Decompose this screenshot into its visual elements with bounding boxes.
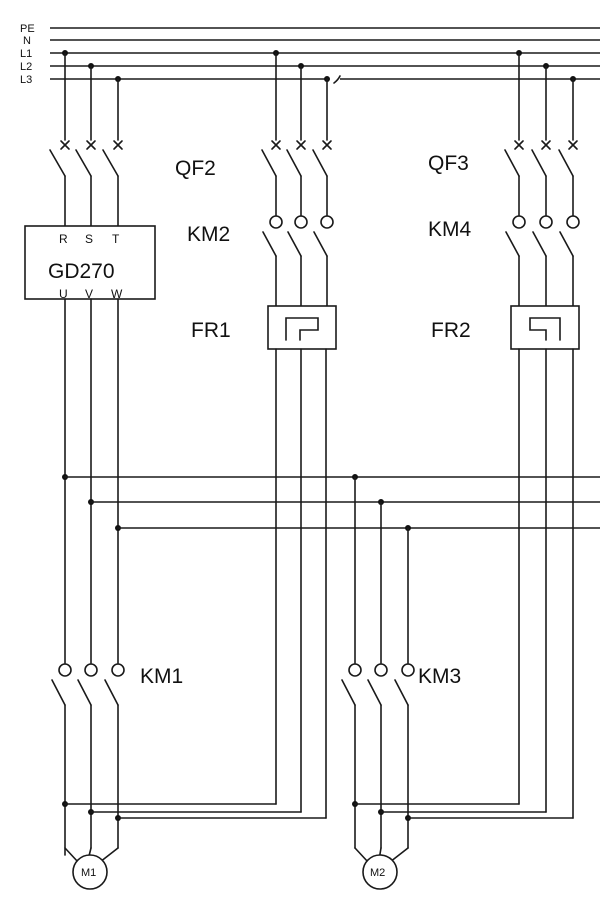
contactor-km1	[51, 663, 125, 706]
bus-label-l3: L3	[20, 74, 32, 86]
label-qf2: QF2	[175, 157, 216, 180]
bus-label-n: N	[23, 35, 31, 47]
breaker-qf2	[261, 140, 332, 177]
label-km1: KM1	[140, 665, 183, 688]
inverter-input-r: R	[59, 232, 68, 246]
bus-crossover	[333, 75, 341, 84]
bus-label-l2: L2	[20, 61, 32, 73]
power-bus: PE N L1 L2 L3	[20, 23, 600, 86]
breaker-qf1	[49, 140, 123, 177]
branch-4: QF3 KM4 FR2	[428, 50, 580, 819]
bus-label-pe: PE	[20, 23, 35, 35]
inverter-output-w: W	[111, 287, 123, 301]
label-fr2: FR2	[431, 319, 471, 342]
branch-1: R S T GD270 U V W KM1	[24, 50, 600, 890]
motor-m1: M1	[72, 854, 108, 890]
bus-label-l1: L1	[20, 48, 32, 60]
label-fr1: FR1	[191, 319, 231, 342]
inverter-output-u: U	[59, 287, 68, 301]
inverter-output-v: V	[85, 287, 93, 301]
branch-2: QF2 KM2 FR1	[175, 50, 337, 819]
inverter-gd270: R S T GD270 U V W	[24, 225, 156, 301]
contactor-km4	[505, 215, 580, 257]
label-km4: KM4	[428, 218, 472, 241]
inverter-input-s: S	[85, 232, 93, 246]
contactor-km3	[341, 663, 415, 706]
overload-relay-fr2	[510, 305, 580, 350]
inverter-name: GD270	[48, 260, 115, 283]
label-m1: M1	[81, 867, 96, 879]
branch-3: KM3 M2	[341, 474, 574, 890]
contactor-km2	[262, 215, 334, 257]
breaker-qf3	[504, 140, 578, 177]
motor-m2: M2	[362, 854, 398, 890]
overload-relay-fr1	[267, 305, 337, 350]
label-km3: KM3	[418, 665, 461, 688]
label-qf3: QF3	[428, 152, 469, 175]
inverter-input-t: T	[112, 232, 120, 246]
label-m2: M2	[370, 867, 385, 879]
label-km2: KM2	[187, 223, 230, 246]
